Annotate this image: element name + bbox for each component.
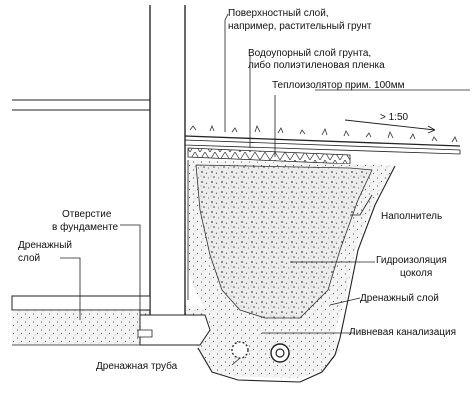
interior-floor-slab [11,99,151,346]
label-filler: Наполнитель [381,211,442,222]
storm-sewer-symbol [270,343,290,363]
svg-text:Гидроизоляция: Гидроизоляция [376,255,447,266]
foundation-opening [137,329,153,338]
label-waterproof-layer: Водоупорный слой грунта, либо полиэтилен… [248,48,385,71]
label-insulator: Теплоизолятор прим. 100мм [272,80,405,91]
slope-arrow [344,119,436,134]
label-surface-layer: Поверхностный слой, например, растительн… [228,8,372,32]
svg-text:Водоупорный слой грунта,: Водоупорный слой грунта, [248,48,371,59]
label-storm-sewer: Ливневая канализация [349,327,456,338]
filler-gravel [195,164,373,319]
svg-text:Отверстие: Отверстие [62,209,112,220]
svg-text:Дренажный: Дренажный [18,240,72,251]
label-drain-layer-right: Дренажный слой [360,293,439,304]
label-drain-pipe: Дренажная труба [96,360,178,372]
leader-lines [60,13,470,366]
svg-text:цоколя: цоколя [400,268,432,279]
svg-text:Поверхностный слой,: Поверхностный слой, [228,8,329,19]
label-foundation-opening: Отверстие в фундаменте [52,209,119,233]
label-slope: > 1:50 [380,112,409,123]
svg-text:в фундаменте: в фундаменте [52,221,119,233]
svg-text:либо полиэтиленовая пленка: либо полиэтиленовая пленка [248,59,385,71]
label-plinth-waterproofing: Гидроизоляция цоколя [376,255,447,279]
foundation-wall [149,5,189,330]
grass-surface [184,124,461,147]
drain-pipe-symbol [231,341,249,359]
svg-text:слой: слой [18,253,40,264]
foundation-footing [139,314,211,346]
svg-text:например, растительный грунт: например, растительный грунт [228,21,372,32]
label-drain-layer-left: Дренажный слой [18,240,72,264]
trench-edge [197,165,396,383]
